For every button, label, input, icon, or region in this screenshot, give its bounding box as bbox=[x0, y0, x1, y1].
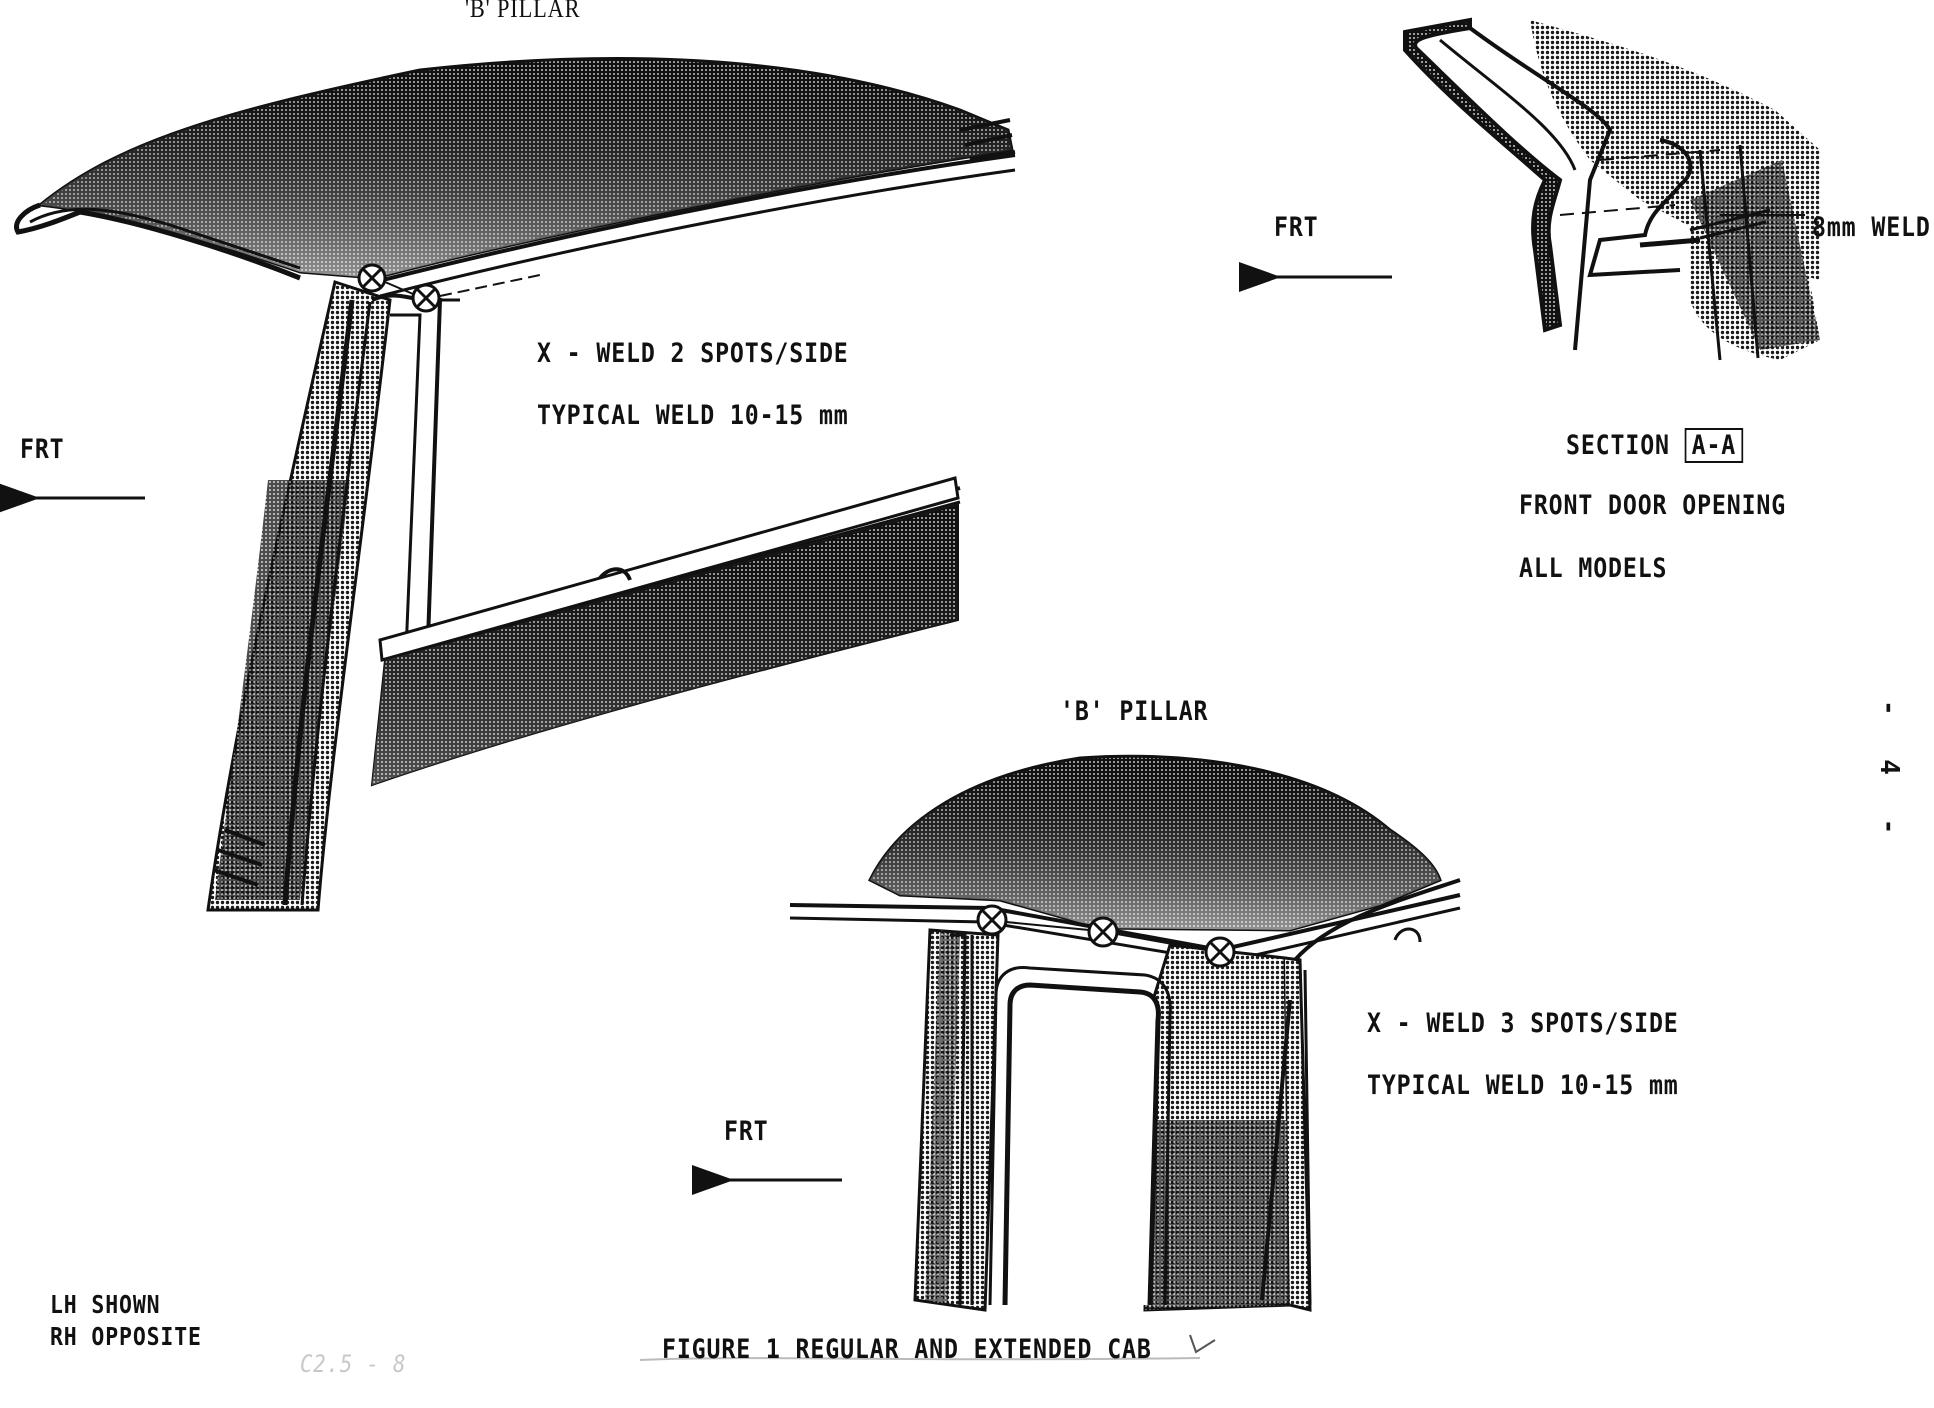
section-weld-size-label: 8mm WELD bbox=[1812, 212, 1931, 243]
view-a-roof-lip bbox=[14, 202, 301, 281]
view-a-drawing bbox=[0, 57, 1016, 912]
view-a-belt-rail bbox=[378, 476, 960, 662]
view-a-weld-length-note: TYPICAL WELD 10-15 mm bbox=[537, 400, 849, 431]
section-applies-label: ALL MODELS bbox=[1519, 553, 1668, 584]
view-b-weld-length-note: TYPICAL WELD 10-15 mm bbox=[1367, 1070, 1679, 1101]
view-b-pillar-label: 'B' PILLAR bbox=[1060, 696, 1209, 727]
view-a-front-label: FRT bbox=[20, 434, 65, 465]
section-front-label: FRT bbox=[1274, 212, 1319, 243]
view-b-door-opening bbox=[1002, 982, 1161, 1306]
section-location-label: FRONT DOOR OPENING bbox=[1519, 490, 1787, 521]
view-b-weld-spot bbox=[976, 904, 1008, 936]
view-b-front-label: FRT bbox=[724, 1116, 769, 1147]
section-flange bbox=[1403, 17, 1563, 333]
section-id-box: A-A bbox=[1684, 428, 1744, 463]
view-a-weld-spot bbox=[411, 283, 441, 313]
view-b-weld-spot bbox=[1087, 916, 1119, 948]
figure-caption: FIGURE 1 REGULAR AND EXTENDED CAB bbox=[662, 1334, 1152, 1365]
section-a-a-drawing bbox=[1239, 17, 1820, 361]
view-a-pillar-label: 'B' PILLAR bbox=[465, 0, 581, 23]
view-b-weld-spots-note: X - WELD 3 SPOTS/SIDE bbox=[1367, 1008, 1679, 1039]
notes-line-1: LH SHOWN bbox=[50, 1290, 161, 1319]
page-marker: - 4 - bbox=[1874, 700, 1904, 849]
section-prefix: SECTION bbox=[1566, 430, 1670, 461]
section-title: SECTION A-A bbox=[1566, 428, 1744, 463]
notes-line-2: RH OPPOSITE bbox=[50, 1322, 202, 1351]
view-a-weld-spot bbox=[357, 263, 387, 293]
view-a-weld-spots-note: X - WELD 2 SPOTS/SIDE bbox=[537, 338, 849, 369]
view-b-weld-spot bbox=[1204, 936, 1236, 968]
view-b-drawing bbox=[692, 754, 1461, 1312]
handwritten-mark: C2.5 - 8 bbox=[300, 1350, 407, 1378]
